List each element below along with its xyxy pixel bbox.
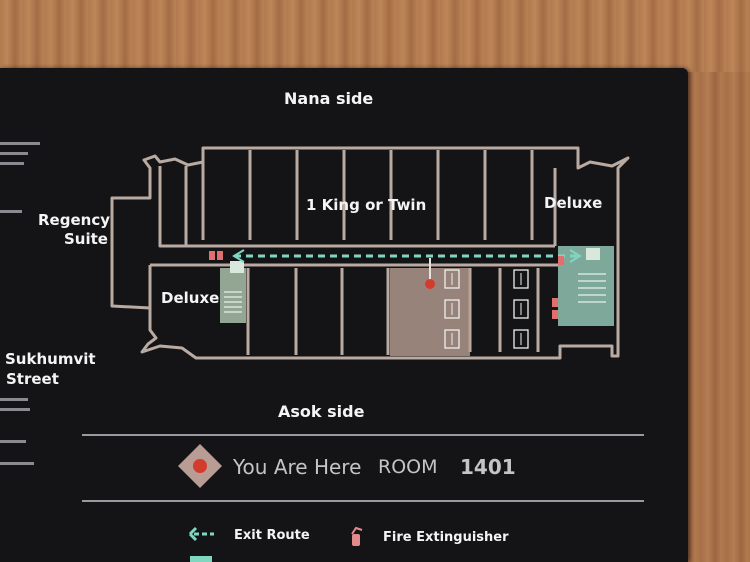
regency-label-line2: Suite [64, 230, 108, 248]
fire-extinguisher-legend-label: Fire Extinguisher [383, 530, 509, 545]
exit-arrow-icon [232, 249, 245, 263]
you-are-here-marker [178, 444, 222, 488]
fire-extinguisher-icon [552, 310, 558, 319]
thai-text-line [0, 142, 40, 145]
thai-text-line [0, 440, 26, 443]
asok-side-label: Asok side [278, 402, 365, 421]
deluxe-right-label: Deluxe [544, 194, 603, 212]
elevator-icon [513, 329, 529, 349]
street-label-line2: Street [6, 370, 59, 388]
thai-text-line [0, 408, 30, 411]
exit-route-legend-label: Exit Route [234, 528, 310, 543]
thai-text-line [0, 398, 28, 401]
wood-background [0, 0, 750, 72]
room-number: 1401 [460, 455, 516, 479]
thai-text-line [0, 462, 34, 465]
fire-extinguisher-legend-icon [351, 526, 363, 546]
deluxe-left-label: Deluxe [161, 289, 220, 307]
elevator-icon [513, 269, 529, 289]
thai-text-line [0, 210, 22, 213]
fire-extinguisher-icon [209, 251, 215, 260]
exit-route-legend-icon [188, 526, 214, 542]
rooms-main-label: 1 King or Twin [306, 196, 427, 214]
building-outline [110, 146, 630, 360]
room-location-dot [425, 279, 435, 289]
left-stairwell [220, 268, 246, 323]
fire-extinguisher-icon [217, 251, 223, 260]
elevator-icon [444, 329, 460, 349]
thai-text-line [0, 152, 28, 155]
room-label: ROOM [378, 456, 438, 478]
legend-swatch [190, 556, 212, 562]
elevator-icon [513, 299, 529, 319]
you-are-here-label: You Are Here [233, 455, 362, 479]
nana-side-label: Nana side [284, 89, 374, 108]
exit-sign-icon [230, 261, 244, 273]
divider-bottom [82, 500, 644, 502]
exit-sign-icon [586, 248, 600, 260]
elevator-icon [444, 299, 460, 319]
divider-top [82, 434, 644, 436]
regency-label-line1: Regency [38, 211, 110, 229]
fire-extinguisher-icon [558, 256, 564, 265]
street-label-line1: Sukhumvit [5, 350, 96, 368]
exit-arrow-icon [569, 249, 582, 263]
thai-text-line [0, 162, 24, 165]
fire-extinguisher-icon [552, 298, 558, 307]
elevator-icon [444, 269, 460, 289]
